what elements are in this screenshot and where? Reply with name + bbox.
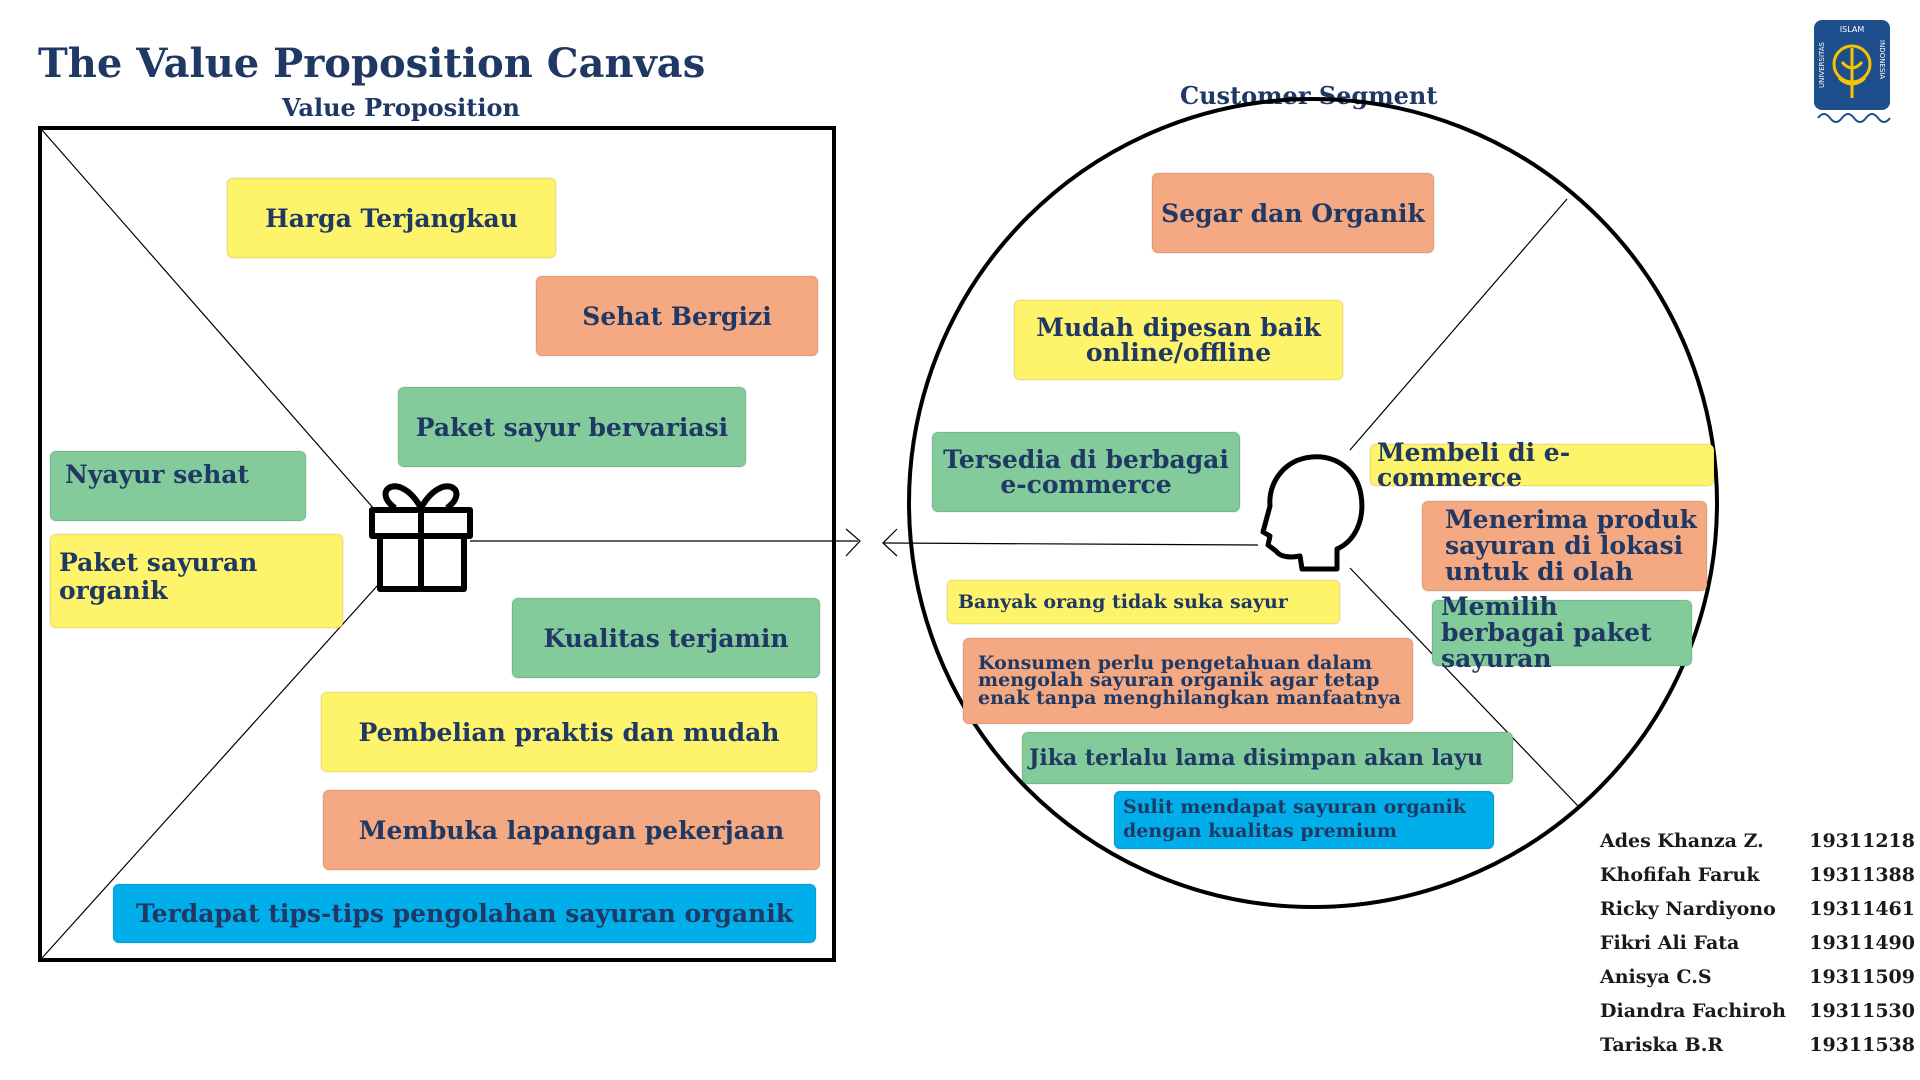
customer-segment-label: Customer Segment (1180, 81, 1438, 110)
vp-note-kualitas-terjamin: Kualitas terjamin (512, 598, 820, 678)
university-logo: ISLAM UNIVERSITAS INDONESIA (1812, 18, 1892, 130)
cs-note-tersedia-e-commerce: Tersedia di berbagai e-commerce (932, 432, 1240, 512)
member-name: Ades Khanza Z. (1600, 830, 1764, 852)
circle-line-upper (1349, 198, 1568, 451)
cs-note-segar-dan-organik: Segar dan Organik (1152, 173, 1434, 253)
member-id: 19311490 (1809, 932, 1915, 954)
customer-head-icon (1260, 454, 1365, 572)
cs-note-konsumen-perlu-pengetahuan: Konsumen perlu pengetahuan dalam mengola… (963, 638, 1413, 724)
vp-note-nyayur-sehat: Nyayur sehat (50, 451, 306, 521)
member-name: Khofifah Faruk (1600, 864, 1760, 886)
team-member: Diandra Fachiroh 19311530 (1600, 994, 1915, 1028)
arrow-right-icon (845, 528, 861, 557)
team-member: Tariska B.R 19311538 (1600, 1028, 1915, 1062)
vp-note-harga-terjangkau: Harga Terjangkau (227, 178, 556, 258)
cs-note-membeli-di-e-commerce: Membeli di e-commerce (1370, 440, 1714, 490)
team-member: Khofifah Faruk 19311388 (1600, 858, 1915, 892)
vp-note-paket-sayuran-organik: Paket sayuran organik (50, 534, 343, 628)
square-diagonal-bottom (41, 584, 379, 959)
vp-note-sehat-bergizi: Sehat Bergizi (536, 276, 818, 356)
page-title: The Value Proposition Canvas (38, 40, 706, 87)
member-name: Diandra Fachiroh (1600, 1000, 1786, 1022)
team-member: Ades Khanza Z. 19311218 (1600, 824, 1915, 858)
logo-text-left: UNIVERSITAS (1818, 41, 1826, 88)
member-id: 19311538 (1809, 1034, 1915, 1056)
square-diagonal-top (41, 129, 376, 511)
logo-text-right: INDONESIA (1878, 40, 1886, 79)
cs-note-mudah-dipesan: Mudah dipesan baik online/offline (1014, 300, 1343, 380)
gift-icon (369, 483, 473, 592)
member-id: 19311509 (1809, 966, 1915, 988)
cs-note-banyak-orang-tidak-suka: Banyak orang tidak suka sayur (947, 580, 1340, 624)
member-id: 19311530 (1809, 1000, 1915, 1022)
value-proposition-label: Value Proposition (282, 93, 520, 122)
circle-center-line (882, 542, 1259, 546)
cs-note-sulit-mendapat: Sulit mendapat sayuran organik dengan ku… (1114, 791, 1494, 849)
cs-note-menerima-produk: Menerima produk sayuran di lokasi untuk … (1422, 501, 1707, 591)
team-member: Anisya C.S 19311509 (1600, 960, 1915, 994)
logo-text-top: ISLAM (1840, 25, 1865, 34)
team-list: Ades Khanza Z. 19311218 Khofifah Faruk 193… (1600, 824, 1915, 1062)
cs-note-jika-terlalu-lama: Jika terlalu lama disimpan akan layu (1022, 732, 1513, 784)
circle-line-lower (1349, 567, 1580, 808)
team-member: Fikri Ali Fata 19311490 (1600, 926, 1915, 960)
member-name: Ricky Nardiyono (1600, 898, 1776, 920)
member-id: 19311461 (1809, 898, 1915, 920)
member-id: 19311388 (1809, 864, 1915, 886)
cs-note-memilih-paket: Memilih berbagai paket sayuran (1432, 593, 1692, 672)
value-proposition-square (38, 126, 836, 962)
arrow-left-icon (882, 528, 898, 557)
vp-note-pembelian-praktis: Pembelian praktis dan mudah (321, 692, 817, 772)
vp-note-membuka-lapangan-pekerjaan: Membuka lapangan pekerjaan (323, 790, 820, 870)
customer-segment-circle (907, 97, 1719, 909)
member-name: Anisya C.S (1600, 966, 1712, 988)
vp-note-tips-pengolahan: Terdapat tips-tips pengolahan sayuran or… (113, 884, 816, 943)
vp-note-paket-sayur-bervariasi: Paket sayur bervariasi (398, 387, 746, 467)
member-id: 19311218 (1809, 830, 1915, 852)
team-member: Ricky Nardiyono 19311461 (1600, 892, 1915, 926)
member-name: Fikri Ali Fata (1600, 932, 1740, 954)
member-name: Tariska B.R (1600, 1034, 1724, 1056)
